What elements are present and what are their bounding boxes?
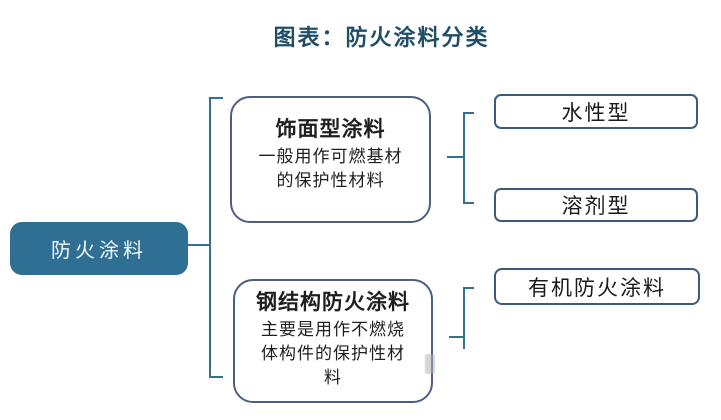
- branch-a-connector-line: [447, 156, 463, 158]
- branch-desc-line: 体构件的保护性材: [261, 344, 405, 364]
- leaf-node-water-based: 水性型: [494, 94, 698, 129]
- root-bracket-vertical-line: [209, 97, 211, 378]
- branch-title: 饰面型涂料: [275, 116, 386, 141]
- root-bracket-top-tick: [209, 97, 223, 99]
- root-node-label: 防火涂料: [51, 238, 147, 262]
- leaf-node-solvent-based: 溶剂型: [494, 188, 698, 222]
- watermark-smudge: [425, 354, 435, 374]
- branch-desc-line: 料: [324, 368, 342, 388]
- leaf-label: 水性型: [561, 100, 631, 125]
- branch-b-connector-line: [449, 336, 463, 338]
- leaf-node-organic-fireproof-coating: 有机防火涂料: [494, 268, 700, 305]
- page-title: 图表：防火涂料分类: [273, 25, 490, 51]
- leaf-label: 有机防火涂料: [528, 275, 666, 300]
- branch-desc-line: 主要是用作不燃烧: [261, 320, 405, 340]
- branch-title: 钢结构防火涂料: [256, 289, 410, 314]
- branch-a-bracket-bottom-tick: [463, 202, 474, 204]
- root-bracket-bottom-tick: [209, 376, 223, 378]
- root-connector-line: [187, 244, 209, 246]
- leaf-label: 溶剂型: [561, 194, 631, 218]
- branch-desc-line: 一般用作可燃基材: [258, 147, 403, 167]
- branch-b-bracket-vertical-line: [463, 287, 465, 349]
- branch-desc-line: 的保护性材料: [276, 171, 385, 191]
- branch-node-steel-structure-coating: 钢结构防火涂料 主要是用作不燃烧 体构件的保护性材 料: [233, 279, 433, 403]
- branch-a-bracket-top-tick: [463, 112, 474, 114]
- branch-b-bracket-top-tick: [463, 287, 474, 289]
- branch-a-bracket-vertical-line: [463, 112, 465, 204]
- branch-node-decorative-coating: 饰面型涂料 一般用作可燃基材 的保护性材料: [230, 96, 431, 223]
- root-node-fireproof-coating: 防火涂料: [10, 222, 188, 275]
